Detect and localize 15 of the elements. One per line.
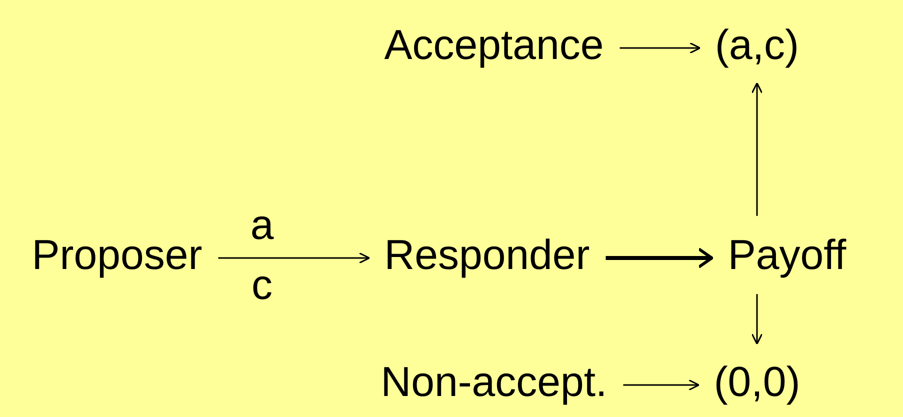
offer-label: c bbox=[252, 262, 272, 308]
offer-label: a bbox=[250, 202, 274, 248]
node-label: Proposer bbox=[32, 232, 202, 278]
node-label: Non-accept. bbox=[380, 358, 608, 406]
node-label: Responder bbox=[384, 232, 590, 278]
arrow bbox=[751, 294, 763, 345]
node-label: (0,0) bbox=[714, 358, 800, 406]
node-label: (a,c) bbox=[715, 22, 799, 68]
arrow bbox=[751, 82, 763, 216]
arrow bbox=[606, 248, 714, 268]
arrow bbox=[623, 379, 700, 391]
node-label: Payoff bbox=[728, 232, 846, 278]
node-label: Acceptance bbox=[384, 22, 604, 68]
arrow bbox=[620, 42, 701, 54]
arrow bbox=[218, 252, 370, 264]
